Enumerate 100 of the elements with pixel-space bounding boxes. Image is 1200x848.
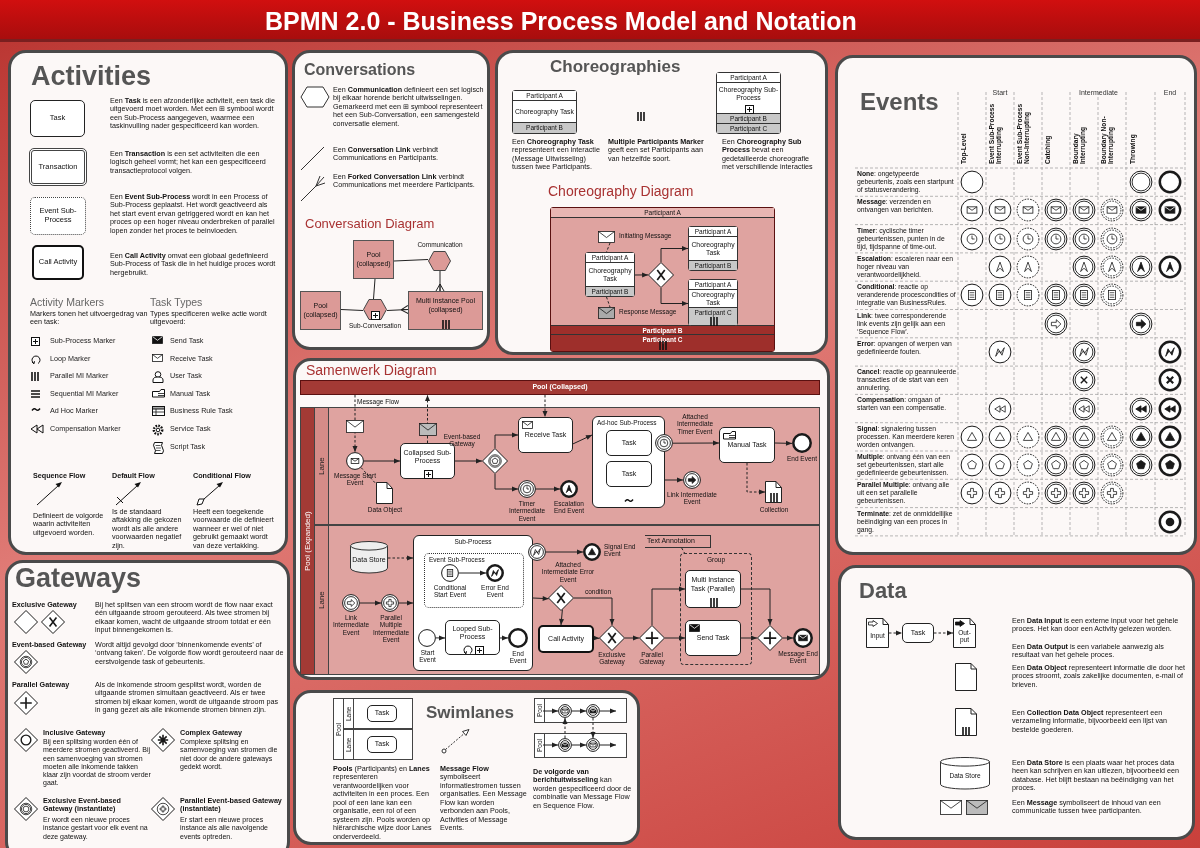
pool-frame — [333, 698, 413, 760]
arrow — [542, 742, 559, 748]
collapsed-pool-band — [300, 380, 820, 395]
pool-label: Pool (Expanded) — [301, 408, 315, 674]
arrow — [499, 635, 509, 641]
end-event-circle — [793, 628, 813, 648]
send-task-box — [685, 620, 741, 656]
message-event-circle — [558, 738, 572, 752]
arrow — [571, 708, 587, 714]
group-frame — [680, 553, 752, 665]
arrow — [532, 595, 550, 601]
connector-line — [373, 278, 376, 300]
arrow — [664, 477, 684, 483]
data-output-document — [953, 618, 976, 648]
arrow — [572, 434, 593, 445]
data-panel — [838, 565, 1195, 840]
dashed-arrow — [746, 462, 766, 495]
parallel-gateway-diamond — [639, 625, 665, 651]
arrow — [359, 600, 382, 606]
section-heading: Events — [860, 88, 939, 116]
task-box — [606, 430, 652, 456]
lane — [314, 407, 820, 525]
task-box — [606, 461, 652, 487]
dashed-arrow — [562, 717, 568, 739]
ad-hoc-sub-process-box — [592, 416, 665, 508]
connector-line — [340, 309, 364, 311]
arrow — [599, 742, 617, 748]
choreography-task-box — [688, 279, 738, 326]
arrow — [740, 588, 773, 626]
arrow — [458, 570, 487, 576]
arrow — [435, 635, 446, 641]
link-event-circle — [342, 594, 360, 612]
task-box — [30, 100, 85, 137]
parallel-multiple-event-circle — [381, 594, 399, 612]
gateways-panel — [5, 560, 290, 848]
pool-box — [353, 240, 394, 279]
arrow — [593, 635, 600, 641]
transaction-box — [29, 148, 87, 186]
choreography-frame — [550, 207, 775, 352]
section-heading: Data — [859, 578, 907, 604]
arrow — [664, 635, 686, 641]
exclusive-gateway-diamond — [599, 625, 625, 651]
arrow — [545, 549, 584, 555]
section-heading: Gateways — [15, 563, 142, 594]
event-based-gateway-diamond — [482, 448, 508, 474]
section-heading: Activities — [31, 61, 152, 92]
data-store-cylinder — [940, 757, 990, 789]
sub-conversation-hexagon — [363, 299, 387, 320]
arrow — [542, 708, 559, 714]
dashed-arrow — [352, 394, 358, 453]
choreography-task-box — [688, 226, 738, 271]
section-heading: Conversations — [304, 61, 416, 79]
collection-document — [765, 481, 782, 503]
timer-event-circle — [655, 434, 673, 452]
arrow — [660, 287, 689, 306]
arrow — [672, 440, 720, 446]
arrow — [494, 473, 519, 492]
task-box — [902, 623, 934, 643]
message-envelope — [598, 231, 615, 243]
timer-event-circle — [518, 480, 536, 498]
arrow — [454, 458, 483, 464]
arrow — [573, 597, 615, 626]
lane-label: Lane — [315, 526, 329, 674]
end-event-circle — [583, 543, 601, 561]
lane-label: Lane — [315, 408, 329, 524]
choreography-task-box — [585, 252, 635, 297]
end-event-circle — [508, 628, 528, 648]
conversations-panel — [292, 50, 490, 350]
start-event-circle — [418, 629, 436, 647]
choreographies-panel — [495, 50, 828, 355]
arrow — [599, 708, 617, 714]
dashed-arrow — [933, 630, 954, 636]
dashed-arrow — [888, 630, 903, 636]
multi-instance-task-box — [685, 570, 741, 608]
exclusive-gateway-diamond — [648, 262, 674, 288]
swimlanes-panel — [293, 690, 640, 845]
manual-task-box — [719, 427, 775, 463]
dashed-arrow — [387, 555, 414, 561]
lane-frame — [343, 698, 413, 729]
pool-box — [300, 291, 341, 330]
lane — [314, 525, 820, 675]
multi-instance-pool-box — [408, 291, 483, 330]
samenwerk-panel — [293, 358, 830, 680]
section-heading: Choreographies — [550, 57, 681, 77]
arrow — [571, 742, 587, 748]
arrow — [494, 432, 519, 449]
section-heading: Samenwerk Diagram — [306, 362, 437, 378]
message-event-circle — [586, 704, 600, 718]
subsection-heading: Task Types — [150, 296, 204, 309]
diagram-heading: Conversation Diagram — [305, 216, 436, 232]
receive-task-box — [518, 417, 573, 453]
end-event-circle — [560, 480, 578, 498]
section-heading: Swimlanes — [426, 703, 514, 723]
text-annotation — [645, 535, 711, 548]
end-event-circle — [486, 564, 504, 582]
end-event-circle — [792, 433, 812, 453]
parallel-gateway-diamond — [757, 625, 783, 651]
dotted-line — [360, 467, 377, 485]
dotted-line — [681, 547, 685, 554]
arrow — [782, 635, 794, 641]
